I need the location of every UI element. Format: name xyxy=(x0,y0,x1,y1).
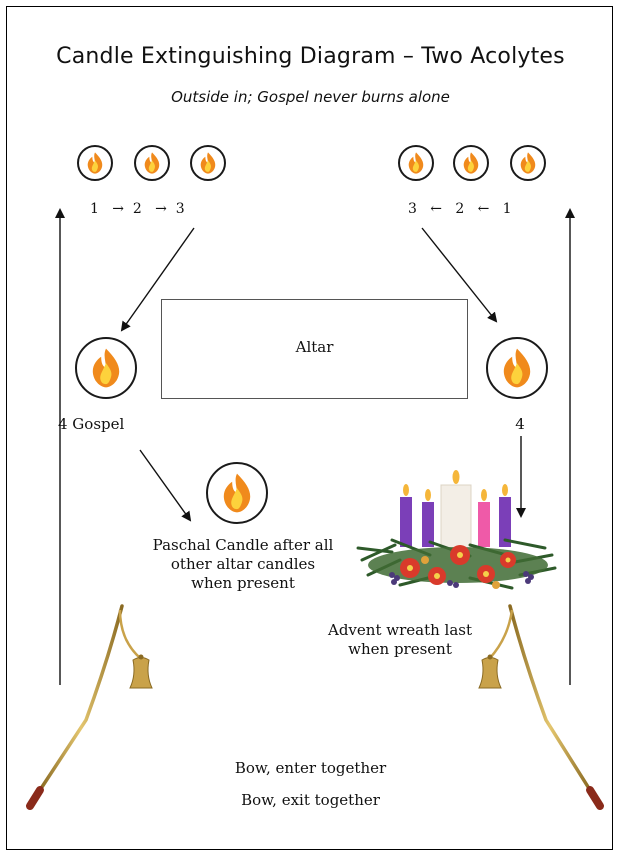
gospel-candle xyxy=(75,337,137,399)
arrow-gospel-to-paschal xyxy=(139,449,192,522)
left-candle-1 xyxy=(77,145,113,181)
advent-label-line-2: when present xyxy=(348,640,452,658)
diagram-title: Candle Extinguishing Diagram – Two Acoly… xyxy=(56,44,565,69)
paschal-label-line-3: when present xyxy=(191,574,295,592)
right-candle-2 xyxy=(453,145,489,181)
flame-icon xyxy=(87,152,103,174)
paschal-label-line-1: Paschal Candle after all xyxy=(152,536,334,554)
flame-icon xyxy=(520,152,536,174)
epistle-label: 4 xyxy=(515,415,525,433)
gospel-label: 4 Gospel xyxy=(58,415,125,433)
right-sequence: 3 ← 2 ← 1 xyxy=(408,201,512,217)
advent-label: Advent wreath last when present xyxy=(316,621,484,659)
left-sequence: 1 → 2 → 3 xyxy=(90,201,185,217)
paschal-label: Paschal Candle after all other altar can… xyxy=(146,536,340,593)
advent-label-line-1: Advent wreath last xyxy=(328,621,472,639)
paschal-label-line-2: other altar candles xyxy=(170,555,316,573)
entry-label: Bow, enter together xyxy=(234,759,387,777)
right-candle-1 xyxy=(510,145,546,181)
epistle-candle xyxy=(486,337,548,399)
flame-icon xyxy=(463,152,479,174)
exit-label: Bow, exit together xyxy=(241,791,380,809)
left-candle-3 xyxy=(190,145,226,181)
diagram-subtitle: Outside in; Gospel never burns alone xyxy=(171,88,450,106)
arrow-right-3-to-epistle xyxy=(421,227,498,323)
flame-icon xyxy=(408,152,424,174)
right-candle-snuffer-icon xyxy=(478,604,604,810)
flame-icon xyxy=(144,152,160,174)
flame-icon xyxy=(503,348,531,388)
altar: Altar xyxy=(161,299,468,399)
altar-label: Altar xyxy=(295,338,334,356)
flame-icon xyxy=(200,152,216,174)
paschal-candle xyxy=(206,462,268,524)
left-candle-snuffer-icon xyxy=(26,604,153,810)
advent-wreath-icon xyxy=(356,470,557,590)
arrow-left-3-to-gospel xyxy=(120,227,195,332)
flame-icon xyxy=(223,473,251,513)
flame-icon xyxy=(92,348,120,388)
right-candle-3 xyxy=(398,145,434,181)
diagram-frame xyxy=(6,6,613,850)
left-candle-2 xyxy=(134,145,170,181)
